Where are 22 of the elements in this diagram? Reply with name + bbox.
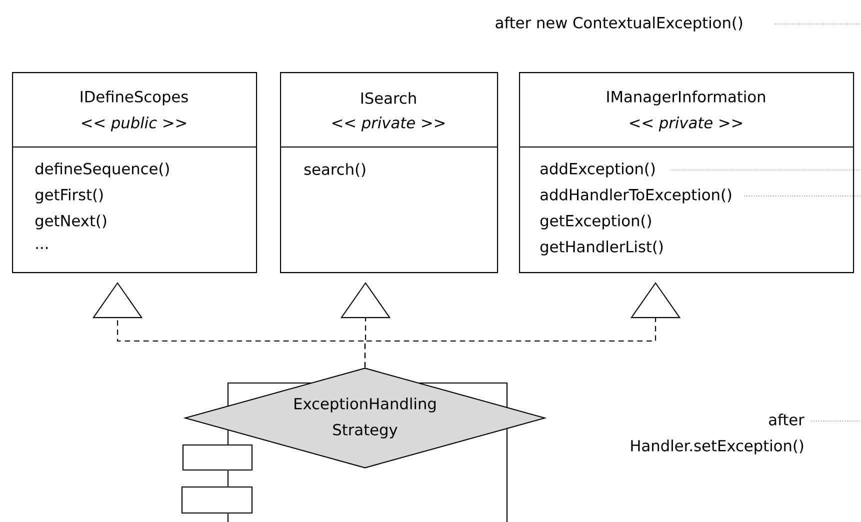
method-name: getFirst() bbox=[35, 188, 103, 204]
stereotype: << private >> bbox=[630, 116, 742, 132]
interface-name: ISearch bbox=[361, 92, 416, 104]
interface-name: IDefineScopes bbox=[80, 90, 188, 106]
interface-box bbox=[12, 72, 258, 274]
method-name: getHandlerList() bbox=[540, 240, 663, 256]
method-name: addException() bbox=[540, 162, 655, 178]
method-name: getException() bbox=[540, 214, 651, 230]
interface-box bbox=[519, 72, 854, 274]
method-name: getNext() bbox=[35, 214, 106, 230]
note-text: after Handler.setException() bbox=[631, 414, 804, 454]
method-name: defineSequence() bbox=[35, 162, 169, 178]
interface-box bbox=[280, 72, 498, 274]
component-box bbox=[181, 382, 508, 522]
method-name: addHandlerToException() bbox=[540, 188, 732, 204]
leader-line bbox=[810, 420, 861, 422]
note-text: after new ContextualException() bbox=[496, 16, 742, 32]
interface-name: IManagerInformation bbox=[607, 90, 765, 106]
method-name: ... bbox=[36, 247, 48, 249]
stereotype: << private >> bbox=[332, 116, 445, 132]
stereotype: << public >> bbox=[82, 116, 186, 132]
method-name: search() bbox=[304, 163, 366, 177]
